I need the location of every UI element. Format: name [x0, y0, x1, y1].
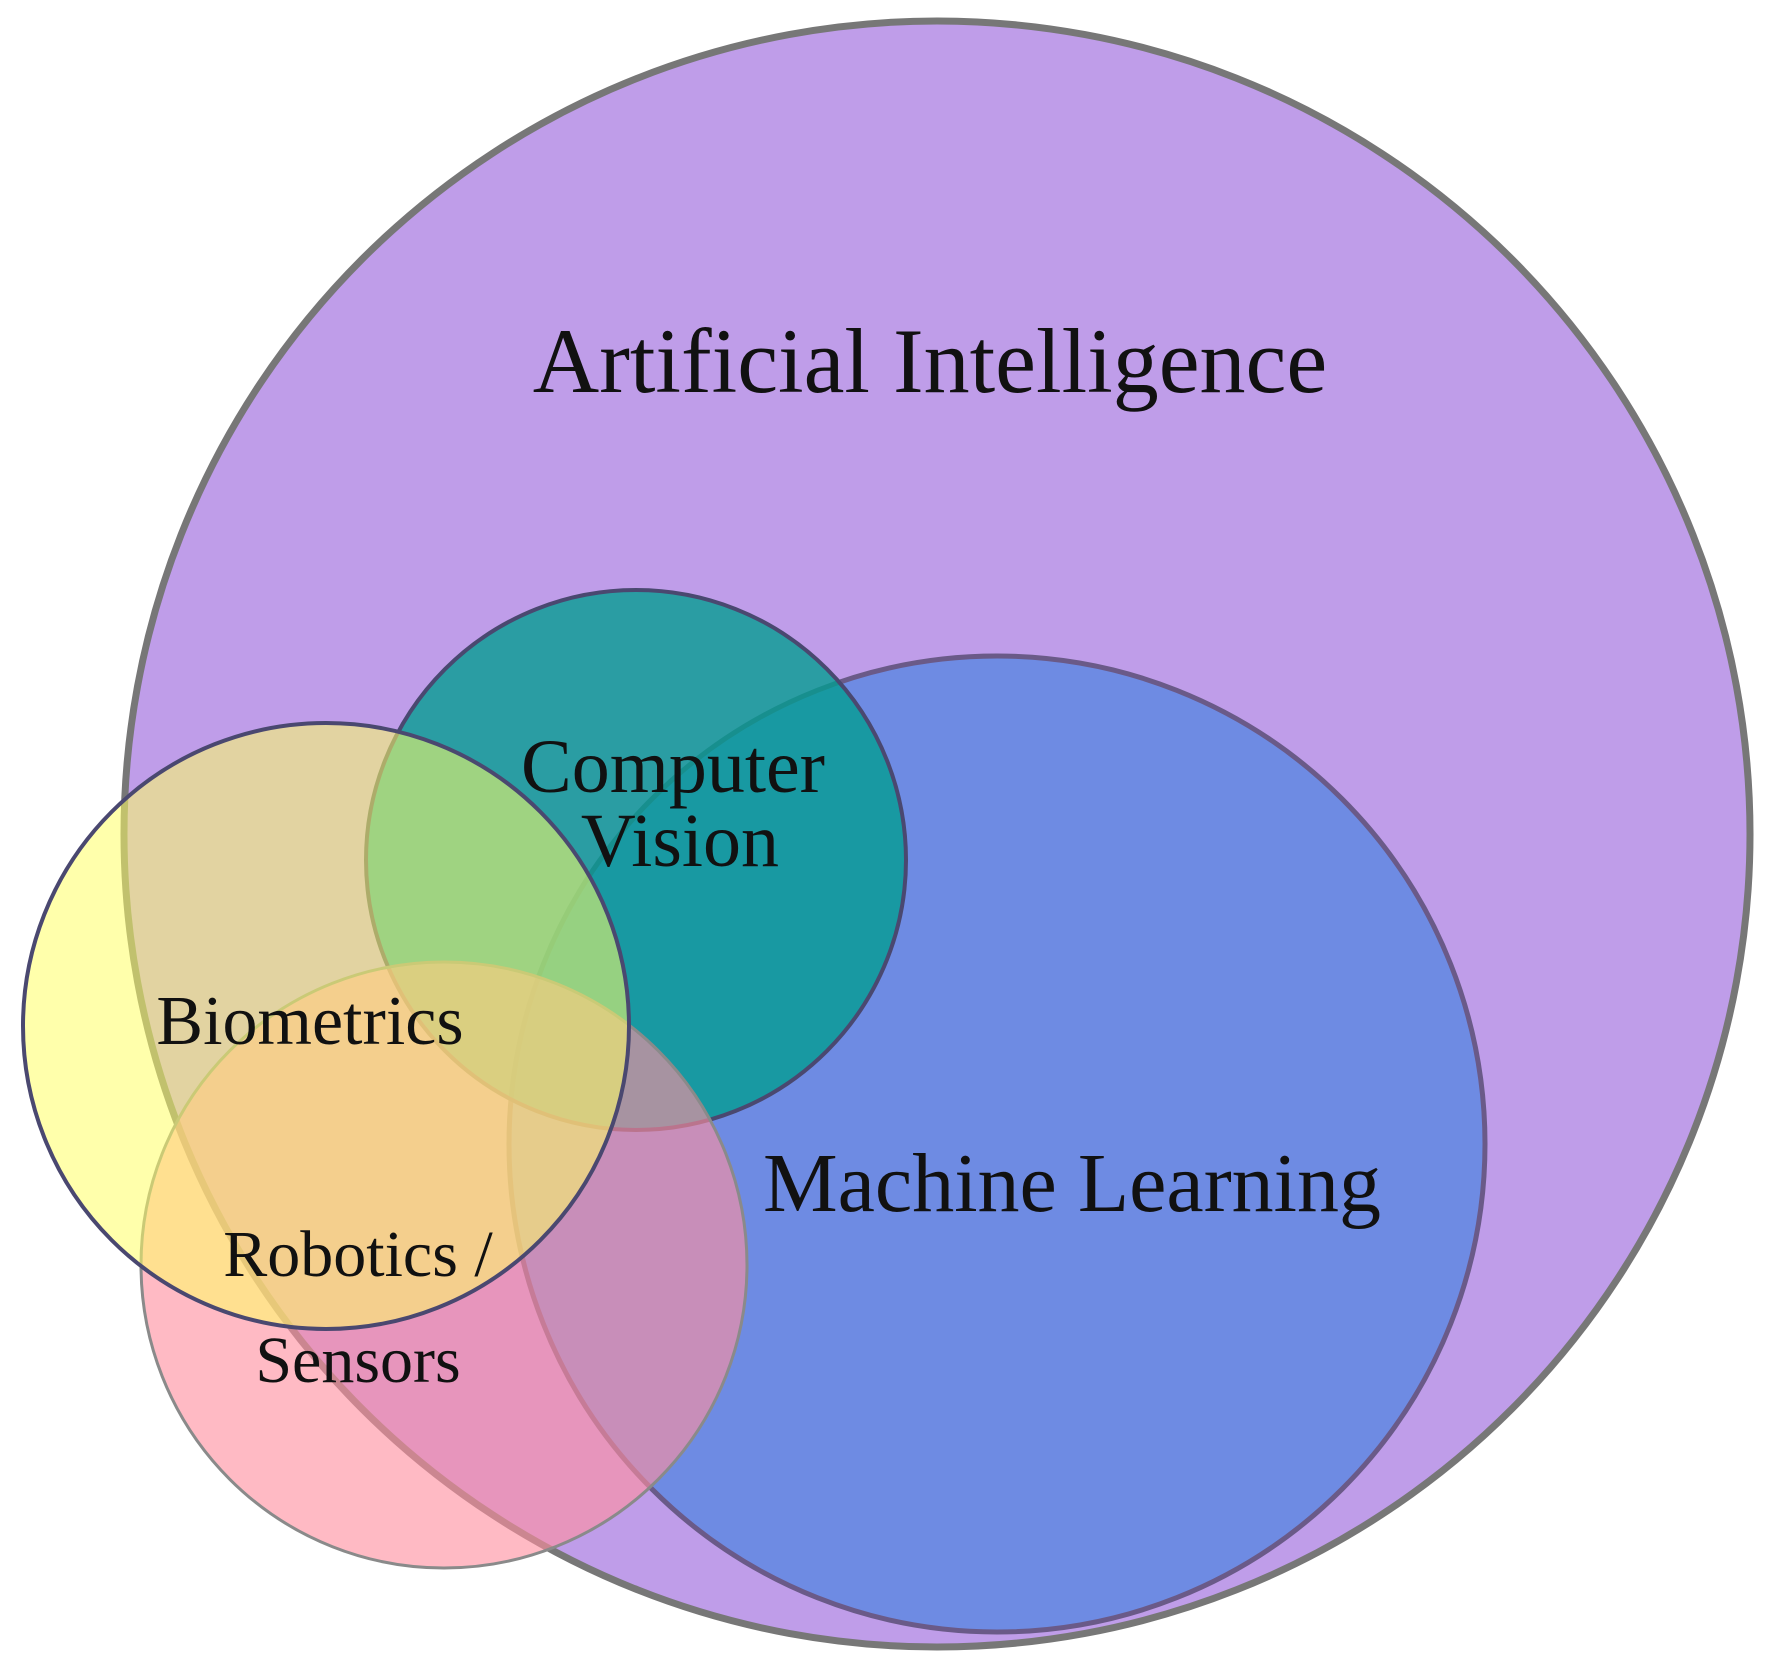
label-robotics-sensors-line1: Robotics /	[223, 1218, 493, 1291]
label-artificial-intelligence: Artificial Intelligence	[533, 310, 1327, 412]
label-computer-vision-line2: Vision	[581, 799, 779, 883]
label-machine-learning: Machine Learning	[763, 1137, 1381, 1230]
label-robotics-sensors-line2: Sensors	[255, 1324, 460, 1397]
label-computer-vision-line1: Computer	[521, 725, 825, 809]
label-biometrics: Biometrics	[156, 983, 463, 1060]
circle-biometrics	[21, 721, 631, 1331]
